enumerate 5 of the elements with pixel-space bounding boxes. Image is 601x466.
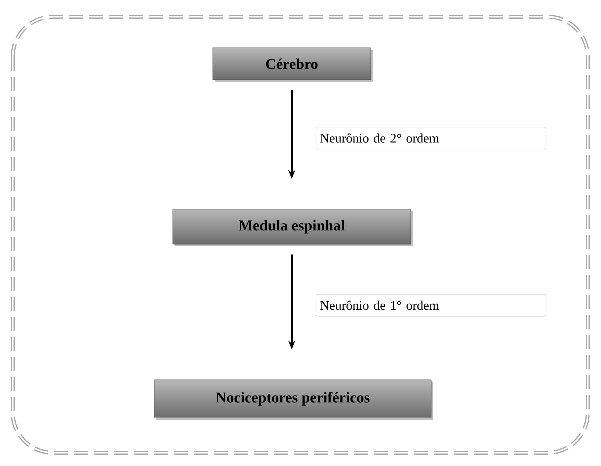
edge-label: Neurônio de 2° ordem [316, 127, 546, 150]
process-box: Medula espinhal [172, 209, 413, 246]
edge-label: Neurônio de 1° ordem [316, 294, 546, 317]
process-box: Cérebro [212, 48, 373, 82]
process-box: Nociceptores periféricos [154, 380, 434, 420]
